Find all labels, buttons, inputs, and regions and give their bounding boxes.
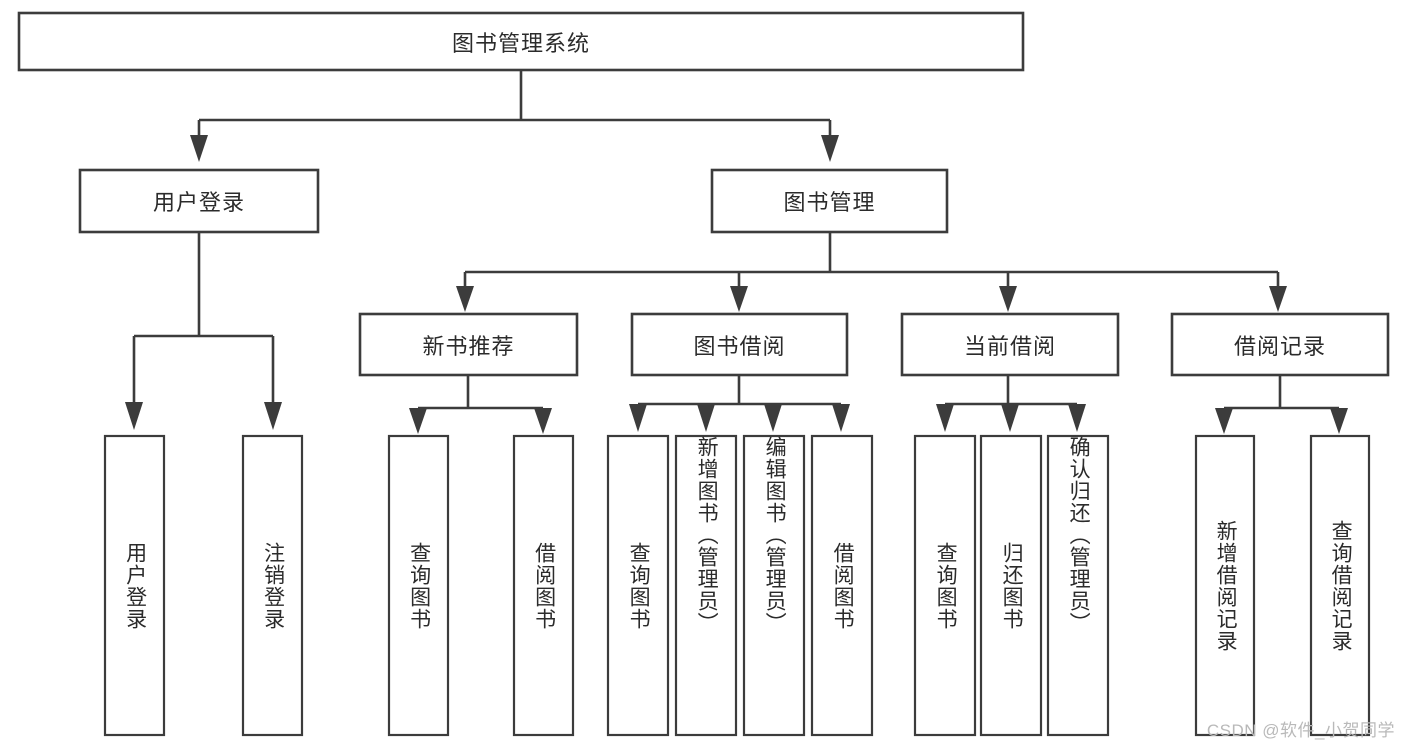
node-box-root[interactable] [17, 11, 1025, 72]
leaf-box-book-borrow-2[interactable] [742, 434, 806, 737]
arrow-bb-leaf-3 [832, 404, 850, 432]
node-box-current-borrow[interactable] [900, 312, 1120, 377]
connector-group-root [190, 70, 839, 162]
arrow-nbr-leaf-0 [409, 408, 427, 434]
leaf-box-user-login-0[interactable] [103, 434, 166, 737]
leaf-box-book-borrow-3[interactable] [810, 434, 874, 737]
leaf-box-borrow-record-0[interactable] [1194, 434, 1256, 737]
leaf-box-borrow-record-1[interactable] [1309, 434, 1371, 737]
arrow-bb-leaf-1 [697, 404, 715, 432]
node-box-new-book-rec[interactable] [358, 312, 579, 377]
arrow-bb-leaf-0 [629, 404, 647, 432]
arrow-to-book-manage [821, 135, 839, 162]
node-box-user-login[interactable] [78, 168, 320, 234]
leaf-box-user-login-1[interactable] [241, 434, 304, 737]
arrow-cb-leaf-1 [1001, 404, 1019, 432]
arrow-bb-leaf-2 [764, 404, 782, 432]
leaf-box-book-borrow-0[interactable] [606, 434, 670, 737]
arrow-to-new-book-rec [456, 286, 474, 312]
arrow-to-book-borrow [730, 286, 748, 312]
arrow-br-leaf-1 [1330, 408, 1348, 434]
leaf-box-book-borrow-1[interactable] [674, 434, 738, 737]
arrow-cb-leaf-2 [1068, 404, 1086, 432]
leaf-box-current-borrow-2[interactable] [1046, 434, 1110, 737]
leaf-box-new-book-rec-1[interactable] [512, 434, 575, 737]
connector-group-current-borrow [936, 375, 1086, 432]
connector-group-new-book-rec [409, 375, 552, 434]
arrow-user-login-leaf-1 [264, 402, 282, 430]
arrow-to-user-login [190, 135, 208, 162]
arrow-user-login-leaf-0 [125, 402, 143, 430]
leaf-box-current-borrow-1[interactable] [979, 434, 1043, 737]
leaf-box-current-borrow-0[interactable] [913, 434, 977, 737]
connector-group-book-manage [456, 232, 1287, 312]
connector-group-user-login [125, 232, 282, 430]
arrow-nbr-leaf-1 [534, 408, 552, 434]
connector-group-borrow-record [1215, 375, 1348, 434]
node-box-borrow-record[interactable] [1170, 312, 1390, 377]
node-box-book-manage[interactable] [710, 168, 949, 234]
connector-group-book-borrow [629, 375, 850, 432]
leaf-box-new-book-rec-0[interactable] [387, 434, 450, 737]
arrow-to-borrow-record [1269, 286, 1287, 312]
arrow-to-current-borrow [999, 286, 1017, 312]
arrow-cb-leaf-0 [936, 404, 954, 432]
node-box-book-borrow[interactable] [630, 312, 849, 377]
arrow-br-leaf-0 [1215, 408, 1233, 434]
